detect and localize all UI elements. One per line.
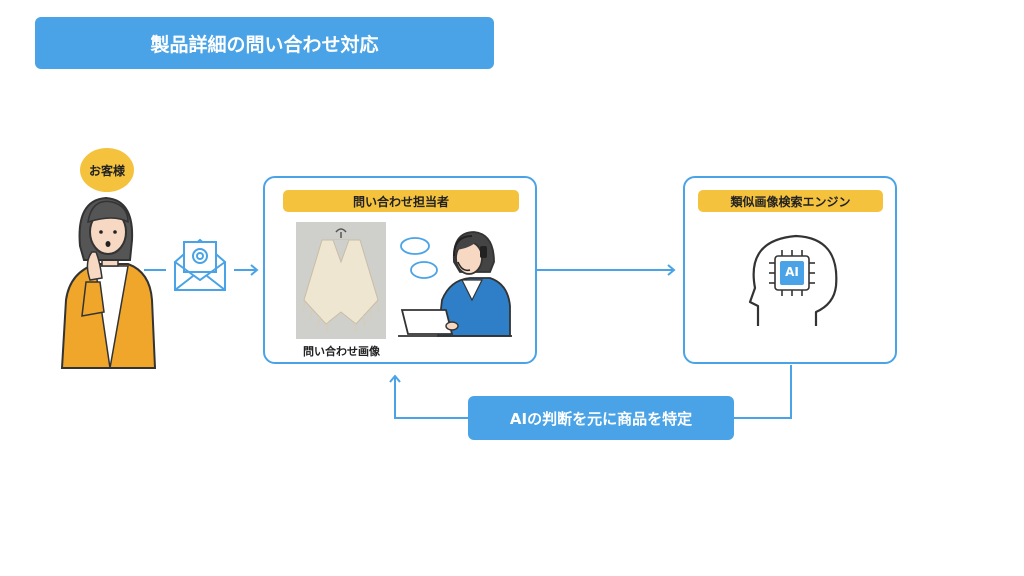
- customer-label: お客様: [80, 148, 134, 192]
- ai-chip-text: AI: [785, 265, 799, 279]
- feedback-label: AIの判断を元に商品を特定: [468, 396, 734, 440]
- staff-label: 問い合わせ担当者: [283, 190, 519, 212]
- page-title: 製品詳細の問い合わせ対応: [35, 17, 494, 69]
- inquiry-image-caption: 問い合わせ画像: [303, 345, 380, 358]
- engine-label: 類似画像検索エンジン: [698, 190, 883, 212]
